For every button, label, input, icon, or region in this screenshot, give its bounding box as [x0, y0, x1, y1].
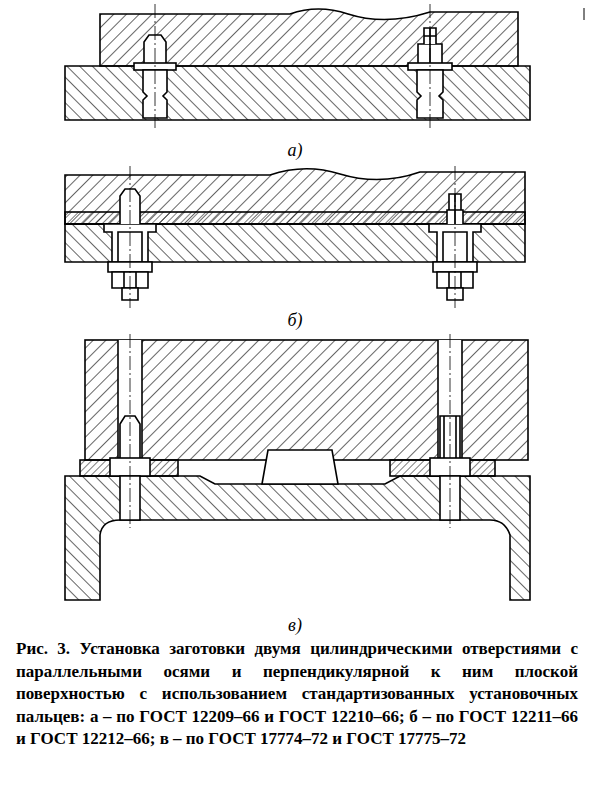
workpiece	[65, 169, 525, 224]
figure-label: б)	[287, 310, 302, 330]
workpiece	[100, 9, 518, 66]
figure-caption: Рис. 3. Установка заготовки двумя цилинд…	[16, 638, 578, 751]
fixture-body	[65, 476, 530, 600]
workpiece	[85, 340, 528, 460]
figure-label: а)	[288, 140, 303, 160]
base-plate	[65, 66, 530, 120]
figure-label: в)	[288, 615, 302, 635]
base-plate	[65, 224, 525, 262]
